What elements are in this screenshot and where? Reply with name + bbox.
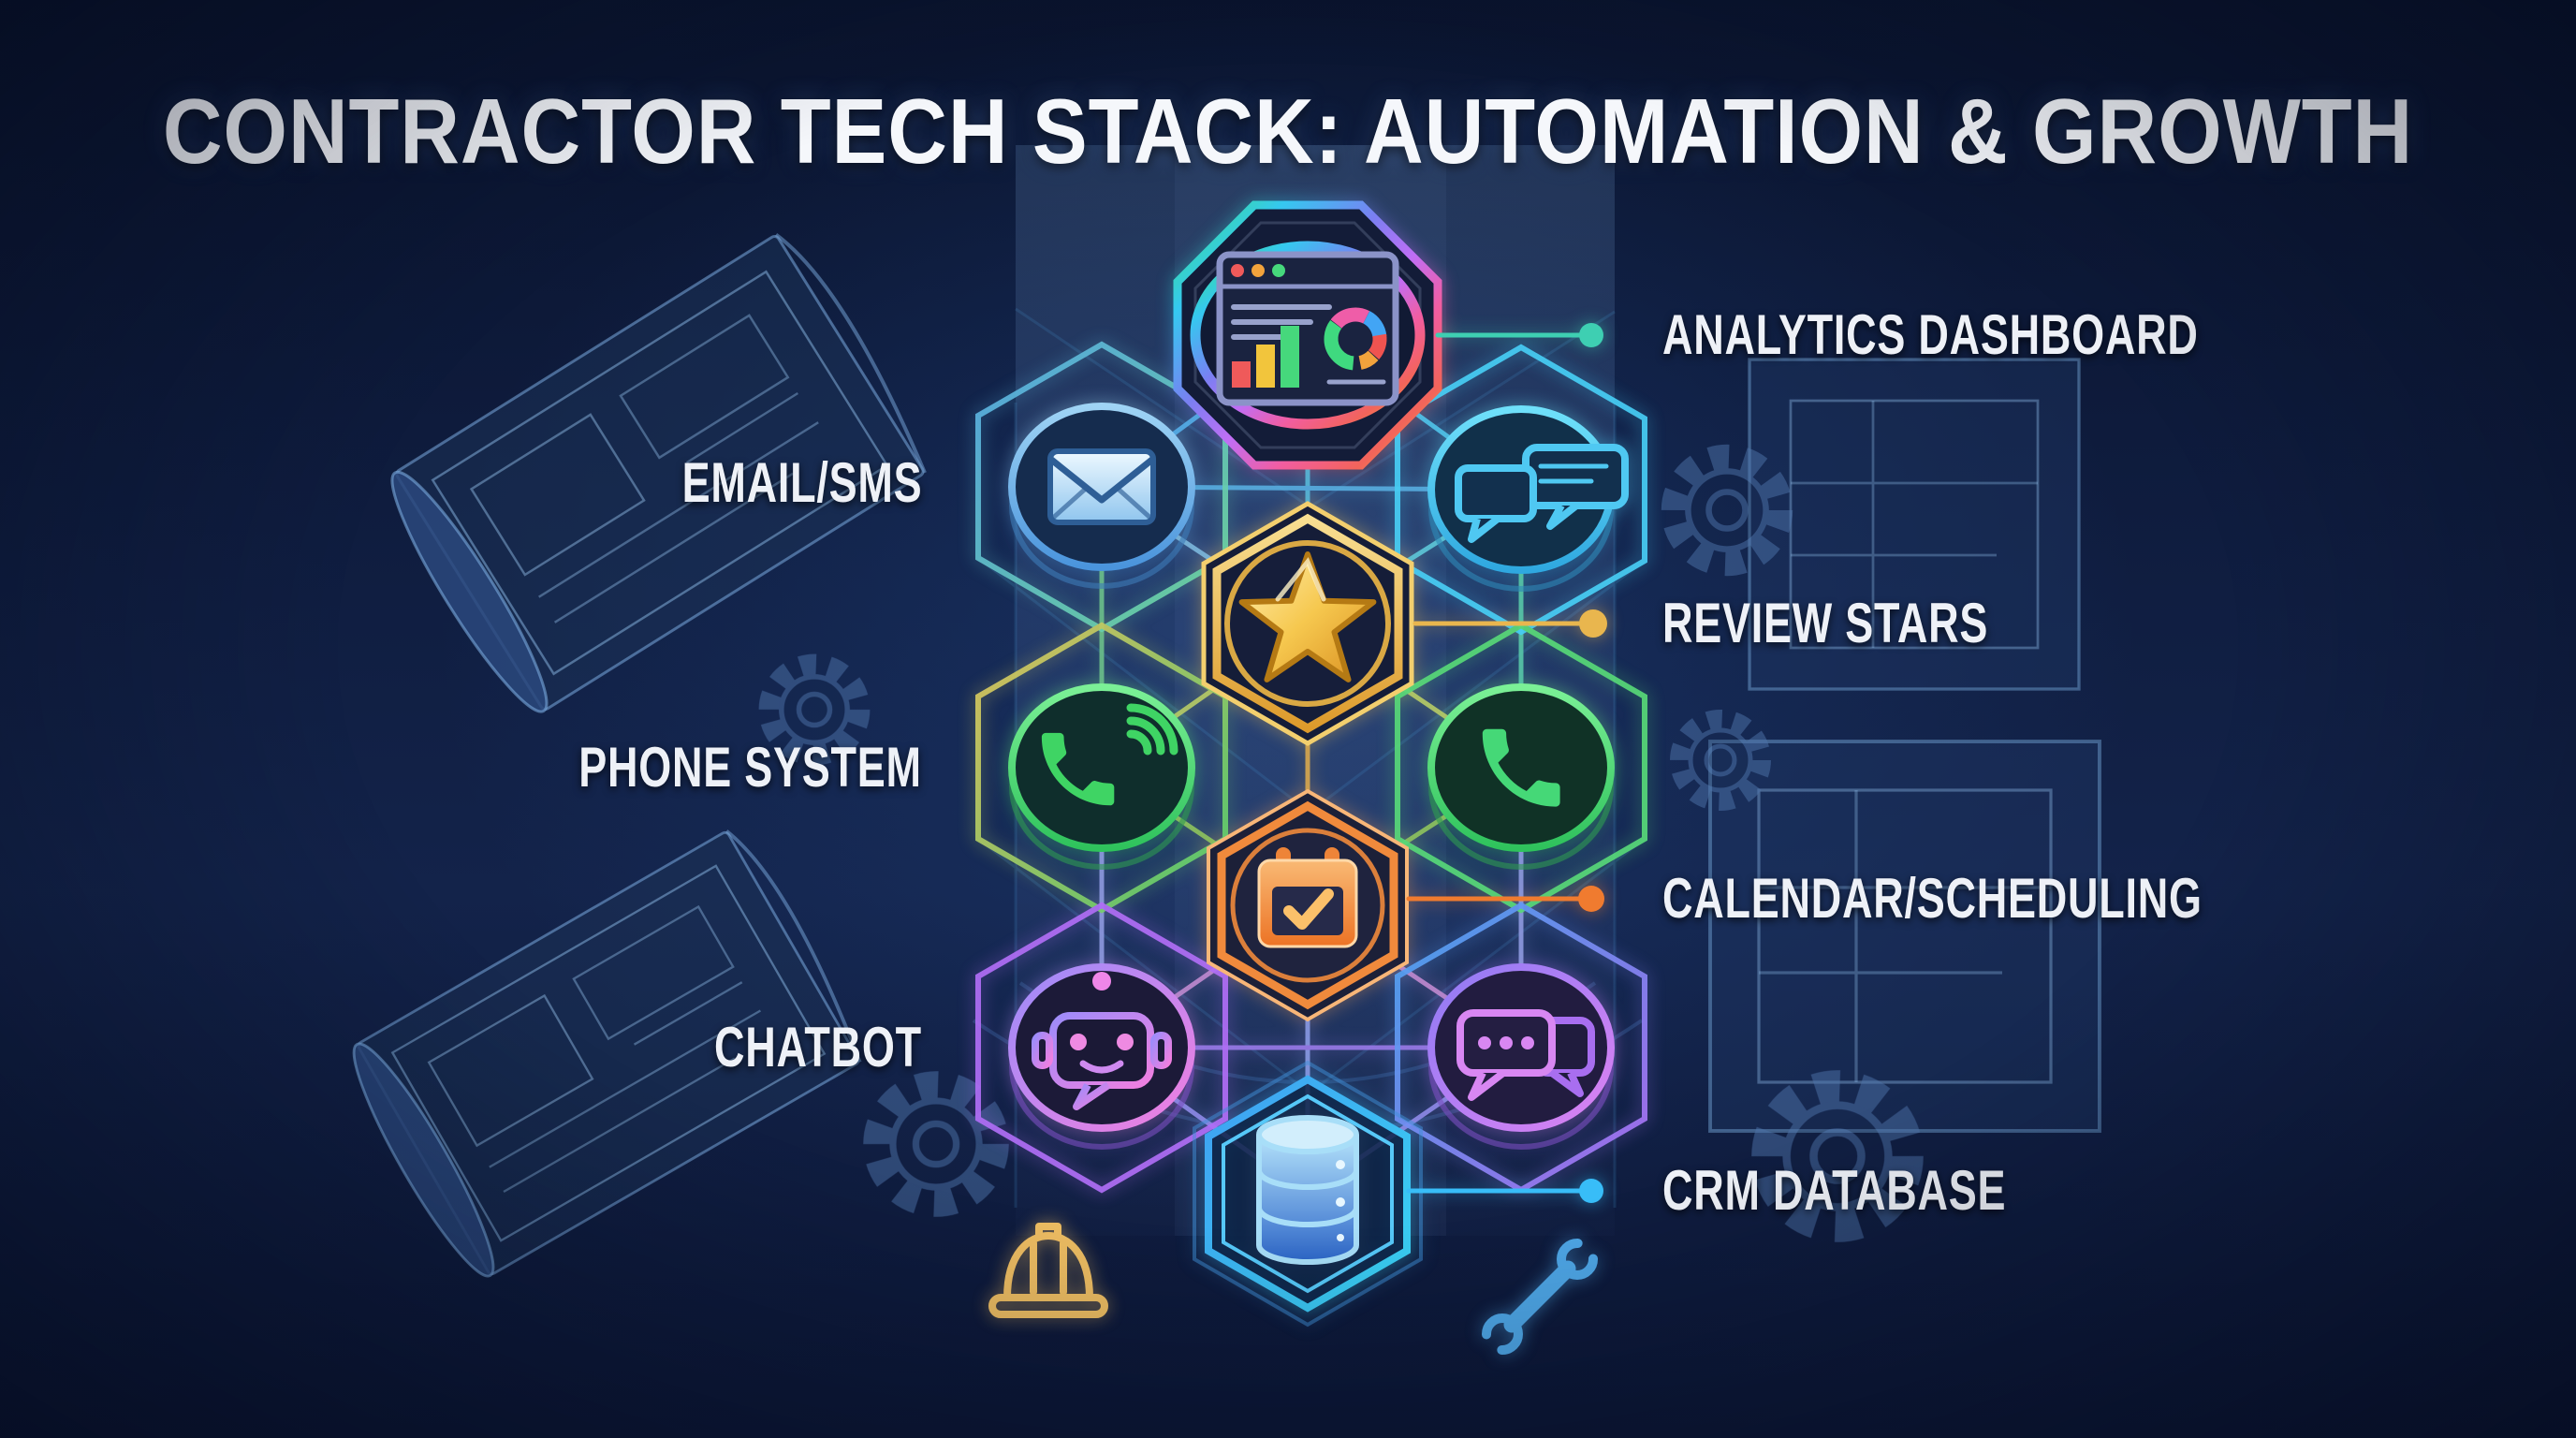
label-crm-database: CRM DATABASE — [1662, 1159, 2007, 1222]
perspective-grid — [977, 307, 1646, 1208]
label-chatbot: CHATBOT — [714, 1016, 922, 1078]
label-review-stars: REVIEW STARS — [1662, 592, 1989, 654]
page-title: CONTRACTOR TECH STACK: AUTOMATION & GROW… — [162, 80, 2414, 183]
gear-icon — [1680, 720, 1761, 800]
label-phone-system: PHONE SYSTEM — [578, 736, 922, 799]
label-email-sms: EMAIL/SMS — [681, 451, 922, 514]
blueprint-diamond — [1708, 740, 2101, 1133]
label-analytics-dashboard: ANALYTICS DASHBOARD — [1662, 303, 2199, 366]
label-calendar-scheduling: CALENDAR/SCHEDULING — [1662, 867, 2203, 930]
